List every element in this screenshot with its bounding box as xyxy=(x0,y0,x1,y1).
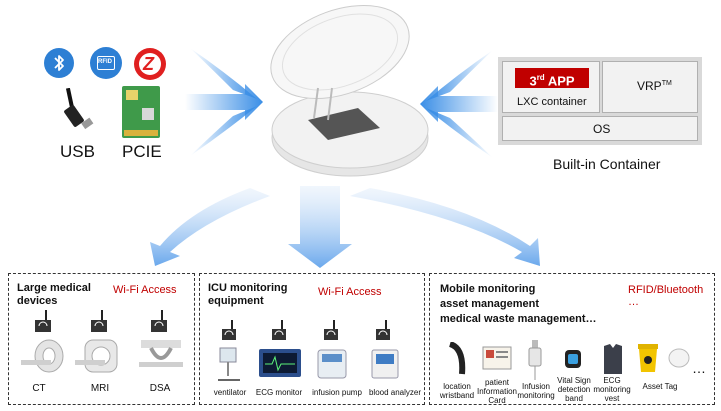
icu-panel: ICU monitoring equipment Wi-Fi Access ve… xyxy=(199,273,425,405)
rfid-icon-text: RFID xyxy=(98,59,112,65)
mobile-title-line2: asset management xyxy=(440,298,540,310)
waste-bin-image xyxy=(636,342,660,374)
vrp-label: VRPTM xyxy=(637,79,672,93)
vrp-tm: TM xyxy=(661,80,672,87)
ct-scanner-image xyxy=(19,338,67,374)
blood-analyzer-label: blood analyzer xyxy=(368,388,422,397)
patient-card-image xyxy=(482,346,512,370)
usb-label: USB xyxy=(60,142,95,161)
app-badge-sup: rd xyxy=(536,73,545,82)
icu-title-line1: ICU monitoring xyxy=(208,282,288,294)
large-medical-access: Wi-Fi Access xyxy=(113,284,177,296)
mri-label: MRI xyxy=(90,383,110,394)
lxc-label: LXC container xyxy=(517,96,587,108)
mobile-access: RFID/Bluetooth xyxy=(628,284,704,296)
mobile-panel: Mobile monitoring asset management medic… xyxy=(429,273,715,405)
dsa-machine-image xyxy=(135,338,187,374)
usb-dongle-image xyxy=(60,87,100,136)
ventilator-label: ventilator xyxy=(213,388,247,397)
icu-title: ICU monitoring equipment xyxy=(208,282,287,308)
lxc-box: 3rd APP LXC container xyxy=(502,61,600,113)
app-badge-text: APP xyxy=(544,73,575,89)
vrp-box: VRPTM xyxy=(602,61,698,113)
zigbee-icon: Z xyxy=(134,48,166,80)
infusion-pump-wifi-module-icon xyxy=(322,320,340,344)
container-caption: Built-in Container xyxy=(553,156,661,172)
ventilator-wifi-module-icon xyxy=(220,320,238,344)
infusion-pump-label: infusion pump xyxy=(312,388,362,397)
bluetooth-icon xyxy=(44,48,74,78)
blood-analyzer-wifi-module-icon xyxy=(374,320,392,344)
dsa-wifi-module-icon xyxy=(149,310,169,336)
mobile-access-more: … xyxy=(628,296,639,308)
third-app-badge: 3rd APP xyxy=(515,68,589,88)
ecg-vest-image xyxy=(600,342,626,376)
vital-sign-band-image xyxy=(562,346,584,372)
mobile-title-line3: medical waste management… xyxy=(440,313,597,325)
patient-card-label: patient Information Card xyxy=(476,378,518,405)
infusion-monitoring-label: Infusion monitoring xyxy=(517,382,555,400)
large-medical-title-line1: Large medical xyxy=(17,282,91,294)
app-badge-number: 3 xyxy=(529,73,537,89)
ecg-monitor-image xyxy=(258,348,302,378)
container-panel: 3rd APP LXC container VRPTM OS xyxy=(498,57,702,145)
location-wristband-image xyxy=(444,341,470,376)
ct-label: CT xyxy=(32,383,46,394)
large-medical-title-line2: devices xyxy=(17,295,58,307)
os-label: OS xyxy=(593,122,611,136)
asset-tag-label: Asset Tag xyxy=(642,382,678,391)
rfid-icon: RFID xyxy=(90,47,122,79)
left-blue-arrows xyxy=(185,44,265,159)
mobile-ellipsis: … xyxy=(692,360,706,376)
mri-wifi-module-icon xyxy=(89,310,109,336)
os-box: OS xyxy=(502,116,698,141)
access-point-image xyxy=(258,0,438,180)
mri-scanner-image xyxy=(75,338,127,374)
infusion-pump-image xyxy=(316,348,348,380)
ct-wifi-module-icon xyxy=(33,310,53,336)
ecg-monitor-wifi-module-icon xyxy=(270,320,288,344)
large-medical-panel: Large medical devices Wi-Fi Access CT MR… xyxy=(8,273,195,405)
vrp-text: VRP xyxy=(637,79,662,93)
icu-access: Wi-Fi Access xyxy=(318,286,382,298)
blood-analyzer-image xyxy=(370,348,400,380)
distribution-arrows xyxy=(110,180,630,272)
pcie-card-image xyxy=(122,86,160,138)
vital-sign-band-label: Vital Sign detection band xyxy=(557,376,591,403)
ecg-vest-label: ECG monitoring vest xyxy=(593,376,631,403)
infusion-monitor-image xyxy=(526,340,544,380)
mobile-title-line1: Mobile monitoring xyxy=(440,283,536,295)
large-medical-title: Large medical devices xyxy=(17,282,91,308)
asset-tag-image xyxy=(668,348,690,368)
right-blue-arrows xyxy=(420,46,498,161)
mobile-title: Mobile monitoring asset management medic… xyxy=(440,282,597,327)
ventilator-image xyxy=(214,346,244,382)
location-wristband-label: location wristband xyxy=(439,382,475,400)
dsa-label: DSA xyxy=(149,383,171,394)
ecg-monitor-label: ECG monitor xyxy=(255,388,303,397)
pcie-label: PCIE xyxy=(122,142,162,161)
icu-title-line2: equipment xyxy=(208,295,264,307)
